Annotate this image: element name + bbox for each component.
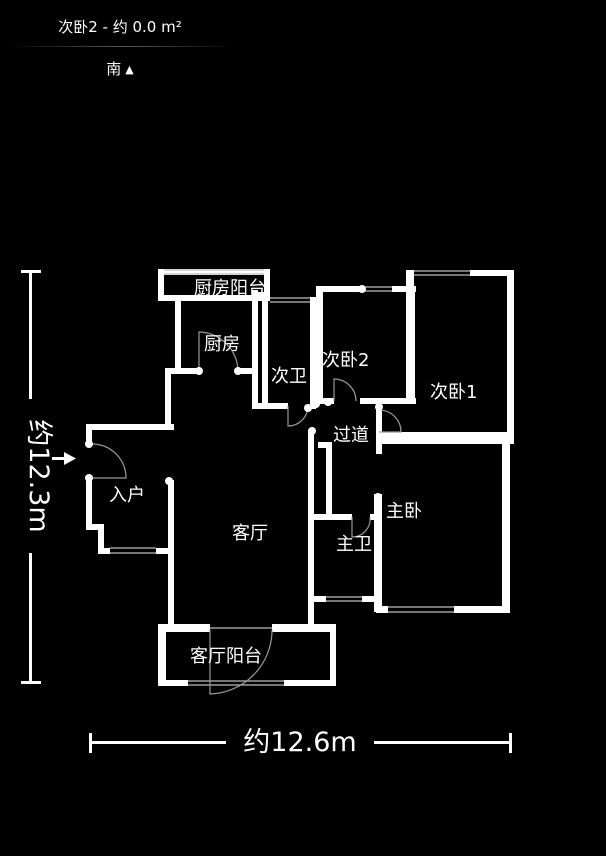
room-label-second-bedroom-2: 次卧2 [322, 350, 369, 371]
height-dimension: 约12.3m [21, 270, 54, 684]
compass-indicator: 南▲ [0, 58, 240, 79]
joints [85, 285, 383, 611]
room-label-kitchen: 厨房 [204, 334, 240, 355]
room-label-living-balcony: 客厅阳台 [190, 646, 262, 667]
entrance-arrow-icon [52, 452, 76, 465]
width-dimension: 约12.6m [89, 727, 512, 758]
height-dimension-label: 约12.3m [23, 419, 54, 532]
walls [86, 269, 514, 686]
room-label-hallway: 过道 [333, 425, 369, 446]
doors [91, 331, 402, 695]
width-dimension-label: 约12.6m [243, 727, 356, 758]
room-label-master-bath: 主卫 [336, 534, 372, 555]
room-label-second-bath: 次卫 [271, 366, 307, 387]
room-label-kitchen-balcony: 厨房阳台 [194, 278, 266, 299]
room-label-second-bedroom-1: 次卧1 [430, 382, 477, 403]
triangle-up-icon: ▲ [125, 63, 134, 76]
header-divider [8, 46, 238, 47]
room-title: 次卧2 - 约 0.0 m² [58, 18, 182, 36]
room-label-master-bedroom: 主卧 [386, 501, 422, 522]
room-label-entrance: 入户 [109, 485, 145, 506]
compass-label: 南 [106, 60, 122, 78]
windows [110, 269, 470, 686]
room-label-living-room: 客厅 [232, 523, 268, 544]
